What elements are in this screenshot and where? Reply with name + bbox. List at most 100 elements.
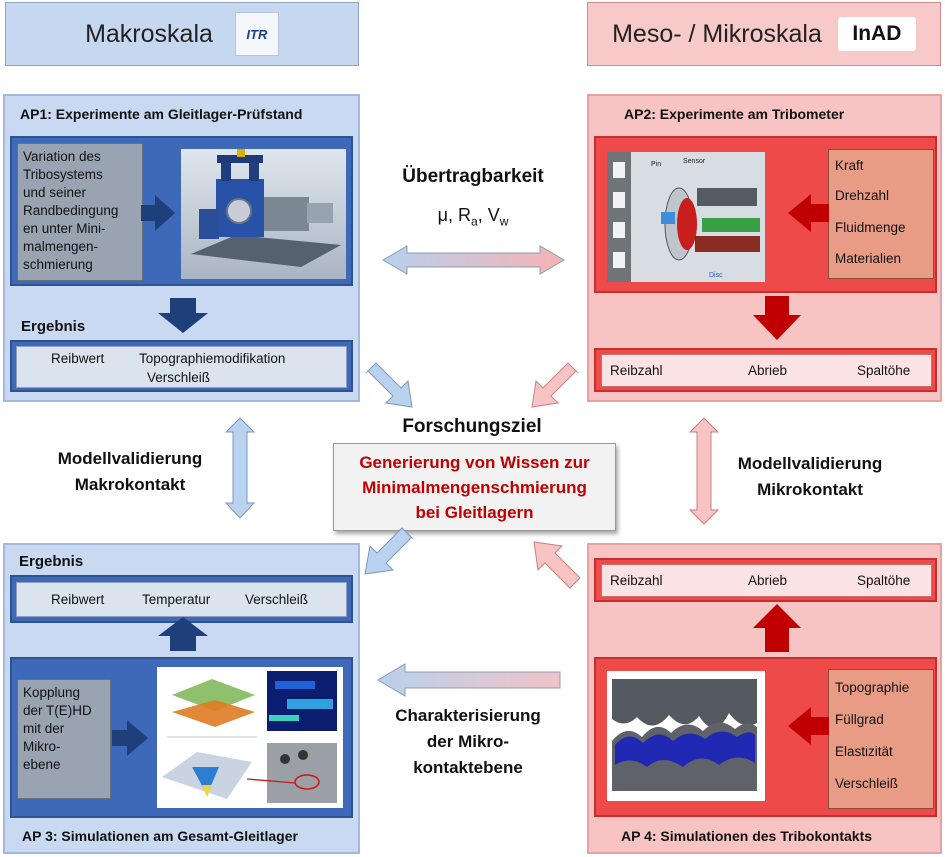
ap2-param-fluidmenge: Fluidmenge [835, 220, 906, 235]
goal-line: bei Gleitlagern [415, 502, 534, 522]
ap2-params: Kraft Drehzahl Fluidmenge Materialien [828, 149, 934, 279]
ap2-experiment-box: Pin Sensor Disc Kraft Drehzahl Fluidmeng… [594, 136, 937, 293]
validation-micro-line: Mikrokontakt [757, 480, 863, 499]
transfer-mu: μ, [437, 205, 453, 225]
ap3-simulation-box: Kopplung der T(E)HD mit der Mikro- ebene [10, 657, 353, 818]
ap1-desc-line: schmierung [23, 257, 93, 272]
goal-line: Minimalmengenschmierung [362, 477, 587, 497]
characterization-line: kontaktebene [413, 758, 523, 777]
ap2-param-drehzahl: Drehzahl [835, 188, 890, 203]
ap1-result-box: Reibwert Topographiemodifikation Verschl… [10, 340, 353, 392]
ap2-result-spaltoehe: Spaltöhe [857, 363, 911, 378]
tribometer-image: Pin Sensor Disc [607, 152, 765, 282]
ap3-desc-line: Kopplung [23, 685, 81, 700]
ap4-result-box: Reibzahl Abrieb Spaltöhe [594, 558, 937, 602]
ap1-result-topographie: Topographiemodifikation [139, 351, 286, 366]
ap4-title: AP 4: Simulationen des Tribokontakts [621, 828, 873, 844]
arrow-ap1-to-goal [365, 362, 413, 408]
ap3-result-label: Ergebnis [19, 553, 84, 570]
validation-macro-line: Makrokontakt [74, 475, 186, 494]
ap2-result-inner: Reibzahl Abrieb Spaltöhe [601, 354, 932, 387]
ap1-desc-line: Tribosystems [23, 167, 103, 182]
ap2-param-kraft: Kraft [835, 158, 864, 173]
ap1-result-label: Ergebnis [21, 318, 86, 335]
ap4-simulation-box: Topographie Füllgrad Elastizität Verschl… [594, 657, 937, 817]
ap3-result-box: Reibwert Temperatur Verschleiß [10, 575, 353, 623]
transfer-v: , V [477, 205, 500, 225]
transfer-r-sub: a [471, 214, 478, 229]
ap1-result-inner: Reibwert Topographiemodifikation Verschl… [16, 346, 347, 388]
ap3-simulation-image [157, 667, 343, 808]
ap3-desc-line: mit der [23, 721, 65, 736]
characterization-line: der Mikro- [426, 732, 510, 751]
validation-micro-line: Modellvalidierung [737, 454, 883, 473]
ap4-param-topographie: Topographie [835, 680, 910, 695]
test-rig-image [181, 149, 346, 279]
transfer-double-arrow [382, 245, 565, 275]
transfer-v-sub: w [499, 214, 509, 229]
goal-line: Generierung von Wissen zur [359, 452, 590, 472]
tribometer-label-sensor: Sensor [683, 158, 706, 165]
ap1-desc-line: en unter Mini- [23, 221, 106, 236]
ap3-description: Kopplung der T(E)HD mit der Mikro- ebene [17, 679, 111, 799]
header-makroskala: Makroskala ITR [5, 2, 359, 66]
panel-ap2: AP2: Experimente am Tribometer Pin Senso… [587, 94, 942, 402]
transfer-symbols: μ, Ra, Vw [380, 205, 566, 229]
ap2-title: AP2: Experimente am Tribometer [624, 106, 845, 122]
ap1-desc-line: und seiner [23, 185, 87, 200]
arrow-goal-to-ap3 [364, 527, 414, 575]
ap2-result-abrieb: Abrieb [748, 363, 788, 378]
ap3-title: AP 3: Simulationen am Gesamt-Gleitlager [22, 828, 298, 844]
panel-ap3: Ergebnis Reibwert Temperatur Verschleiß … [3, 543, 360, 854]
tribometer-label-pin: Pin [651, 161, 661, 168]
ap4-result-spaltoehe: Spaltöhe [857, 573, 911, 588]
transfer-r: R [458, 205, 471, 225]
ap3-result-verschleiss: Verschleiß [245, 592, 309, 607]
ap3-result-inner: Reibwert Temperatur Verschleiß [16, 582, 347, 617]
panel-ap1: AP1: Experimente am Gleitlager-Prüfstand… [3, 94, 360, 402]
goal-box: Generierung von Wissen zur Minimalmengen… [333, 443, 616, 531]
ap4-result-inner: Reibzahl Abrieb Spaltöhe [601, 564, 932, 597]
panel-ap4: Reibzahl Abrieb Spaltöhe Topographie Fül… [587, 543, 942, 854]
tribometer-label-disc: Disc [709, 272, 723, 279]
goal-title: Forschungsziel [402, 416, 542, 437]
ap1-experiment-box: Variation des Tribosystems und seiner Ra… [10, 136, 353, 286]
header-mikroskala-label: Meso- / Mikroskala [612, 19, 822, 48]
ap1-title: AP1: Experimente am Gleitlager-Prüfstand [20, 106, 303, 122]
ap1-desc-line: Randbedingung [23, 203, 119, 218]
itr-logo: ITR [234, 12, 279, 56]
characterization-arrow [377, 663, 561, 697]
ap1-description: Variation des Tribosystems und seiner Ra… [17, 143, 143, 281]
ap1-desc-line: Variation des [23, 149, 101, 164]
ap4-param-verschleiss: Verschleiß [835, 776, 899, 791]
ap4-params: Topographie Füllgrad Elastizität Verschl… [828, 669, 934, 809]
ap1-desc-line: malmengen- [23, 239, 99, 254]
ap4-result-reibzahl: Reibzahl [610, 573, 663, 588]
validation-micro-label: Modellvalidierung Mikrokontakt [730, 451, 890, 503]
ap1-result-reibwert: Reibwert [51, 351, 105, 366]
ap3-desc-line: Mikro- [23, 739, 61, 754]
inad-logo: InAD [837, 17, 916, 51]
ap1-result-verschleiss: Verschleiß [147, 370, 211, 385]
validation-macro-arrow [224, 417, 256, 519]
ap4-param-fuellgrad: Füllgrad [835, 712, 884, 727]
ap4-result-abrieb: Abrieb [748, 573, 788, 588]
ap2-result-box: Reibzahl Abrieb Spaltöhe [594, 348, 937, 392]
ap2-param-materialien: Materialien [835, 251, 902, 266]
validation-micro-arrow [688, 417, 720, 525]
ap4-contact-image [607, 671, 765, 801]
ap3-desc-line: der T(E)HD [23, 703, 92, 718]
ap3-result-reibwert: Reibwert [51, 592, 105, 607]
characterization-line: Charakterisierung [395, 706, 541, 725]
ap2-result-reibzahl: Reibzahl [610, 363, 663, 378]
ap3-result-temperatur: Temperatur [142, 592, 211, 607]
header-makroskala-label: Makroskala [85, 19, 213, 48]
ap3-desc-line: ebene [23, 757, 61, 772]
validation-macro-line: Modellvalidierung [57, 449, 203, 468]
validation-macro-label: Modellvalidierung Makrokontakt [50, 446, 210, 498]
header-mikroskala: Meso- / Mikroskala InAD [587, 2, 941, 66]
arrow-ap4-to-goal [533, 541, 581, 589]
transfer-title: Übertragbarkeit [402, 166, 544, 187]
ap4-param-elastizitaet: Elastizität [835, 744, 893, 759]
characterization-label: Charakterisierung der Mikro- kontakteben… [378, 703, 558, 781]
